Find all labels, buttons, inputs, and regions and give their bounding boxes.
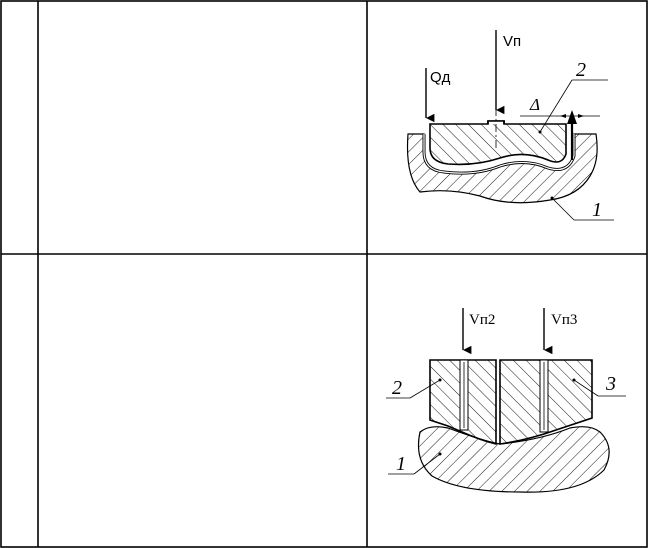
leader-part-2-b [409,379,441,399]
leader-part-2 [539,79,573,133]
velocity-label: Vп [503,33,521,50]
row-2-figure: Vп2 Vп3 2 3 1 [386,308,626,493]
tool-part-2 [429,120,567,166]
force-label: Qд [430,69,451,86]
leader-part-3-b [573,379,599,397]
lift-arrowhead [567,110,577,124]
velocity-2-label: Vп2 [469,312,495,328]
leader-part-1 [551,197,575,221]
part-2-label: 2 [576,59,586,81]
part-1-label: 1 [592,199,602,221]
part-1-label-b: 1 [396,453,406,475]
part-3-label-b: 3 [605,373,616,395]
part-2-label-b: 2 [392,377,402,399]
row-1-figure: Vп Qд Δ 2 1 [406,30,614,221]
leader-part-1-b [413,453,441,475]
tool-stem [488,121,504,124]
gap-label: Δ [529,95,540,114]
velocity-3-label: Vп3 [551,312,577,328]
